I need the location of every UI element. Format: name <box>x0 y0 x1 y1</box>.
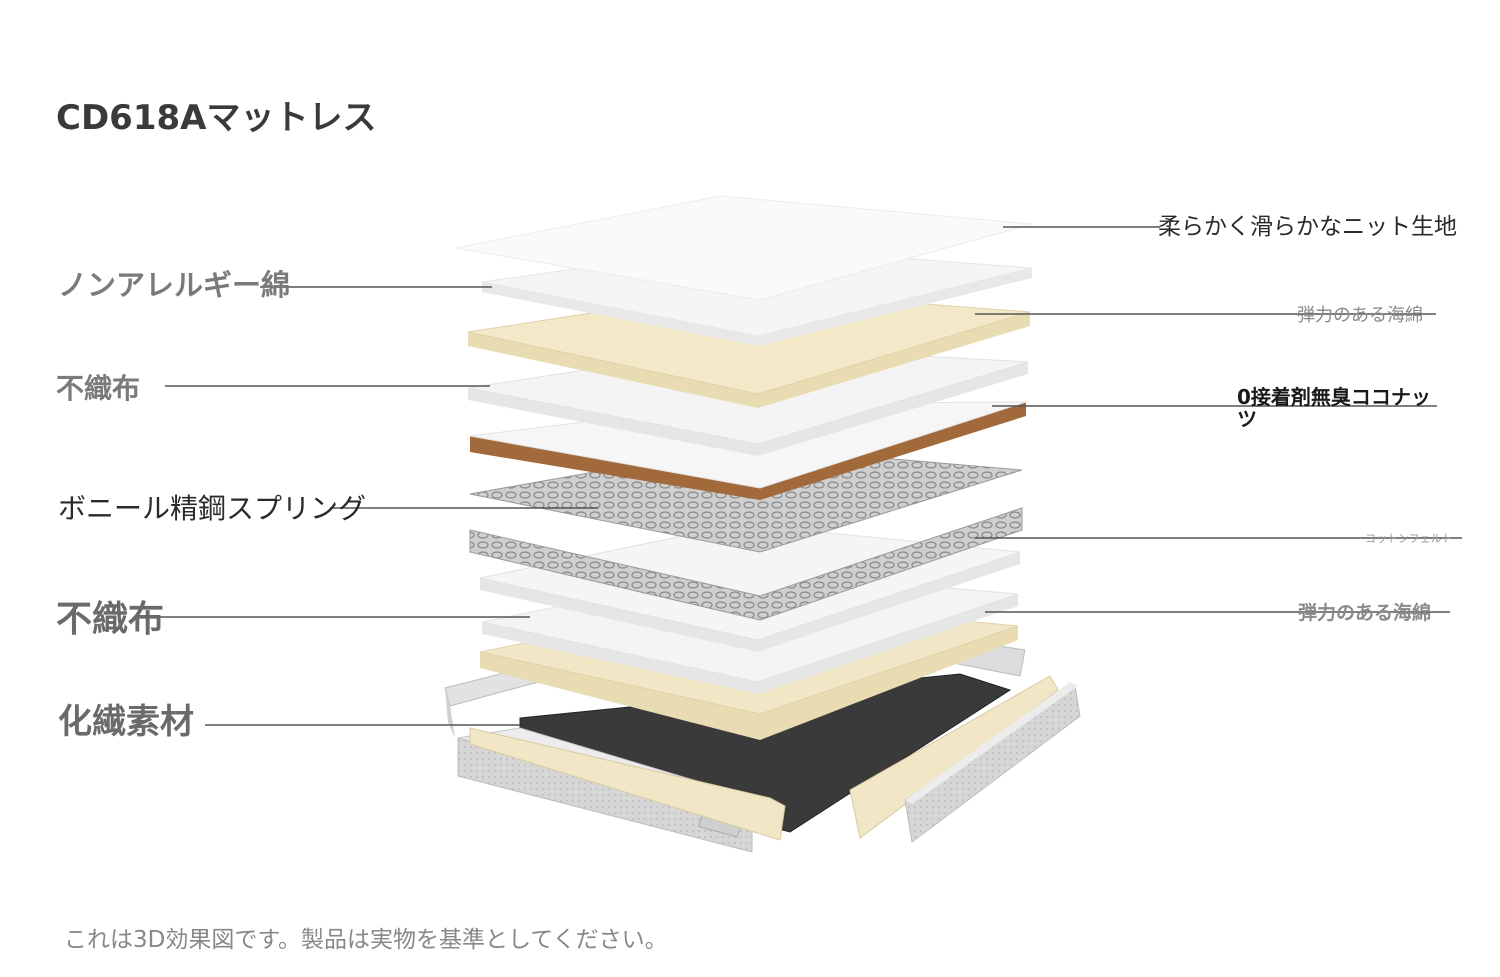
frame-front-right-top <box>905 682 1078 804</box>
label-nonwoven-2: 不織布 <box>56 599 165 640</box>
foam-side-left <box>469 727 786 841</box>
layer-spring-side <box>469 507 1023 621</box>
layer-coconut-side <box>470 402 1026 500</box>
label-knit-fabric: 柔らかく滑らかなニット生地 <box>1158 214 1457 240</box>
page-title: CD618Aマットレス <box>56 98 377 138</box>
label-cotton-felt: コットンフェルト <box>1365 532 1453 545</box>
label-nonallergy-cotton: ノンアレルギー綿 <box>58 268 291 302</box>
label-elastic-sponge-1: 弾力のある海綿 <box>1297 305 1423 326</box>
layer-foam-top-side <box>468 312 1030 408</box>
layer-white-5 <box>479 523 1021 641</box>
label-elastic-sponge-2: 弾力のある海綿 <box>1298 602 1432 624</box>
label-nonwoven-1: 不織布 <box>56 372 141 405</box>
layer-foam-bottom-side <box>480 626 1018 740</box>
label-synthetic-fiber: 化繊素材 <box>58 702 194 742</box>
layer-stack <box>455 195 1033 740</box>
layer-knit-top <box>455 195 1033 301</box>
leader-lines <box>160 226 1462 726</box>
label-coconut: 0接着剤無臭ココナッツ <box>1237 385 1431 431</box>
label-bonnell-spring: ボニール精鋼スプリング <box>58 492 367 525</box>
layer-white-1-side <box>482 268 1032 346</box>
foam-side-right <box>849 675 1059 839</box>
footnote: これは3D効果図です。製品は実物を基準としてください。 <box>64 927 668 953</box>
base-assembly <box>444 639 1081 853</box>
